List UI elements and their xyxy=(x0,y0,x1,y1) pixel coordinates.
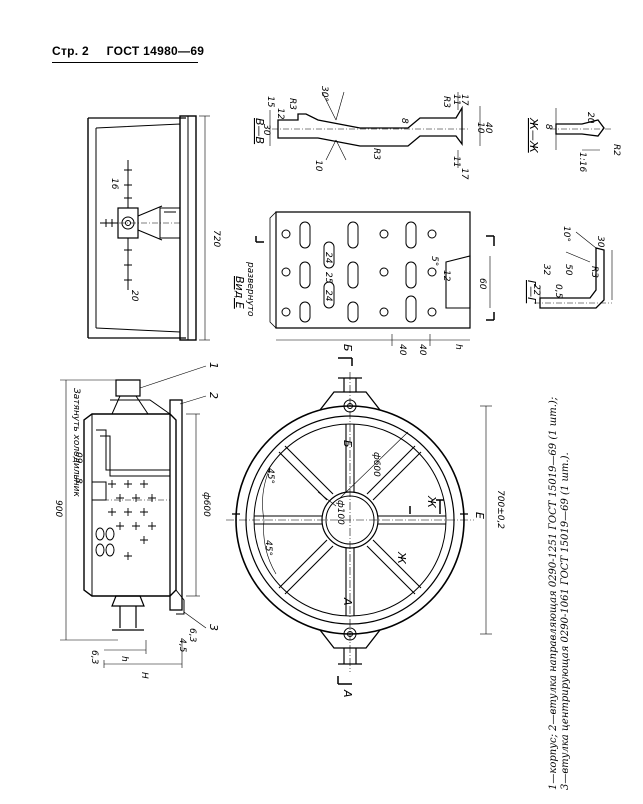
dim-20: 20 xyxy=(129,290,139,302)
vv-r3a: R3 xyxy=(287,98,297,110)
dim-63b: 6,3 xyxy=(187,628,197,643)
mark-Zh-1: Ж xyxy=(425,495,438,509)
gg-30: 30 xyxy=(595,236,605,248)
dim-16: 16 xyxy=(109,178,119,190)
ve-24b: 24 xyxy=(323,290,333,302)
dim-600-plan: ф600 xyxy=(371,452,381,477)
zh-20: 20 xyxy=(585,112,595,124)
gg-05: 0,5 xyxy=(553,284,563,299)
page-number: Стр. 2 xyxy=(52,44,90,58)
vv-11b: 11 xyxy=(451,156,461,167)
plan-view-drawing xyxy=(226,357,492,685)
zh-8: 8 xyxy=(543,124,553,130)
ve-60: 60 xyxy=(477,278,487,290)
vv-r3c: R3 xyxy=(441,96,451,108)
callout-2: 2 xyxy=(207,392,220,399)
zh-r2: R2 xyxy=(611,144,621,156)
mark-Zh-2: Ж xyxy=(395,551,408,565)
side-view-drawing xyxy=(60,365,207,668)
page-header: Стр. 2 ГОСТ 14980—69 xyxy=(52,44,218,58)
vv-40: 40 xyxy=(483,122,493,134)
gg-50: 50 xyxy=(563,264,573,276)
dim-900: 900 xyxy=(53,500,63,517)
dim-H: Н xyxy=(139,672,149,679)
ve-40a: 40 xyxy=(397,344,407,356)
title-view-e-sub: развернуто xyxy=(245,261,255,317)
top-view-drawing xyxy=(87,115,210,341)
vv-r3b: R3 xyxy=(371,148,381,160)
detail-zhzh-drawing xyxy=(550,108,612,151)
angle-45b: 45° xyxy=(263,540,273,556)
vv-17a: 17 xyxy=(459,94,469,106)
dim-09: 09 xyxy=(73,452,83,464)
standard-number: ГОСТ 14980—69 xyxy=(106,44,205,58)
gg-32: 32 xyxy=(541,264,551,276)
title-vv: В—В xyxy=(253,118,266,144)
note-cold: Затянуть холодильник xyxy=(71,388,81,498)
dim-h-side: h xyxy=(119,656,129,662)
vv-30deg: 30° xyxy=(319,86,329,102)
vv-17b: 17 xyxy=(459,168,469,180)
dim-700: 700±0,2 xyxy=(495,490,505,529)
gg-r3: R3 xyxy=(589,266,599,278)
mark-A-mid: А xyxy=(341,597,354,606)
header-rule xyxy=(52,62,198,63)
dim-100: ф100 xyxy=(335,500,345,525)
ve-40b: 40 xyxy=(417,344,427,356)
ve-h: h xyxy=(453,344,463,350)
vv-30: 30 xyxy=(261,124,271,136)
mark-A-top: А xyxy=(341,689,354,698)
mark-B-mid: Б xyxy=(341,440,354,448)
vv-11a: 11 xyxy=(451,94,461,105)
ve-25: 25 xyxy=(323,272,333,284)
vv-10b: 10 xyxy=(313,160,323,172)
vv-12: 12 xyxy=(275,108,285,120)
title-view-e: Вид Е xyxy=(233,276,246,309)
dim-600-side: ф600 xyxy=(201,492,211,517)
note-line-1: 1—корпус; 2—втулка направляющая 0290-125… xyxy=(548,396,559,790)
dim-63a: 6,3 xyxy=(89,650,99,665)
vv-10: 10 xyxy=(475,122,485,134)
title-gg: Г—Г xyxy=(525,280,538,304)
callout-3: 3 xyxy=(207,624,220,631)
legend-notes: 1—корпус; 2—втулка направляющая 0290-125… xyxy=(548,397,572,790)
vv-8: 8 xyxy=(399,118,409,124)
dim-720: 720 xyxy=(211,230,221,247)
dim-8-side: 8 xyxy=(73,478,83,484)
gg-22: 22 xyxy=(531,284,541,296)
ve-12: 12 xyxy=(441,270,451,282)
mark-B-top: Б xyxy=(341,344,354,352)
ve-24a: 24 xyxy=(323,252,333,264)
angle-45a: 45° xyxy=(265,468,275,484)
zh-1-16: 1:16 xyxy=(577,152,587,172)
vv-15: 15 xyxy=(265,96,275,108)
callout-1: 1 xyxy=(207,362,220,369)
note-line-2: 3—втулка центрирующая 0290-1061 ГОСТ 150… xyxy=(560,452,571,790)
detail-gg-drawing xyxy=(534,231,613,309)
title-zhzh: Ж—Ж xyxy=(527,117,540,154)
gg-10deg: 10° xyxy=(561,226,571,242)
dim-45: 4,5 xyxy=(177,638,187,653)
view-e-drawing xyxy=(255,211,495,346)
ve-5deg: 5° xyxy=(429,256,439,266)
mark-E: Е xyxy=(473,512,486,519)
detail-vv-drawing xyxy=(269,91,481,168)
